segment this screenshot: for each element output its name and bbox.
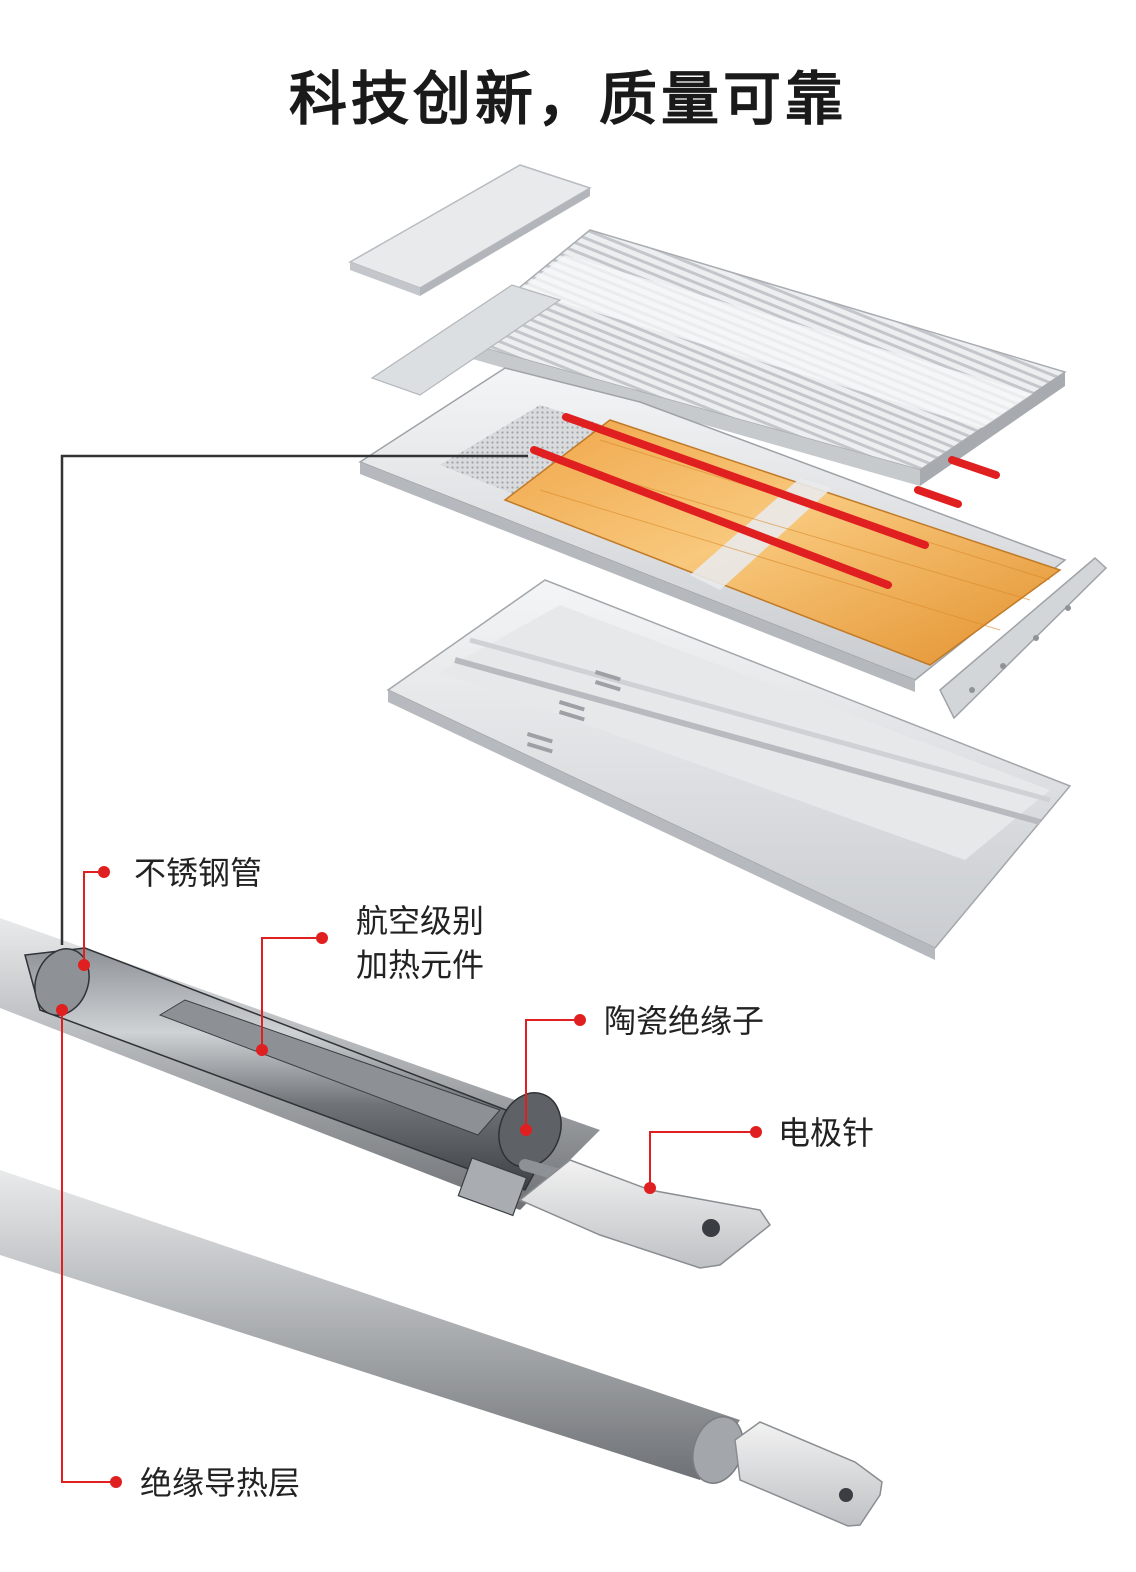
callout-dot [110, 1476, 122, 1488]
reflector-panel [370, 284, 562, 396]
page-title: 科技创新，质量可靠 [288, 65, 847, 133]
cutaway-heating-tube [0, 918, 600, 1217]
leader-insulating-layer [61, 1010, 116, 1483]
callout-dot [520, 1124, 532, 1136]
label-heating-element-line2: 加热元件 [356, 946, 485, 984]
end-cover-plate [348, 164, 592, 296]
electrode-pin-upper [518, 1159, 772, 1269]
callout-dot [256, 1044, 268, 1056]
leader-stainless-tube [83, 871, 104, 965]
right-end-cap [939, 557, 1108, 720]
leader-electrode-pin [649, 1131, 756, 1188]
callout-dot [644, 1182, 656, 1194]
base-extrusion [386, 579, 1072, 960]
leader-line-frame-to-tube [60, 454, 528, 945]
label-insulating-layer: 绝缘导热层 [140, 1464, 301, 1502]
callout-dot [574, 1014, 586, 1026]
label-electrode-pin: 电极针 [778, 1114, 875, 1152]
finned-heatsink-housing [453, 229, 1067, 486]
leader-heating-element [261, 937, 322, 1050]
callout-dot [56, 1004, 68, 1016]
heating-rods [530, 413, 1000, 589]
callout-dot [316, 932, 328, 944]
heating-coil [158, 999, 501, 1136]
leader-ceramic-insulator [525, 1019, 580, 1130]
label-heating-element-line1: 航空级别 [356, 902, 485, 940]
label-stainless-tube: 不锈钢管 [134, 854, 263, 892]
callout-dot [98, 866, 110, 878]
label-ceramic-insulator: 陶瓷绝缘子 [604, 1002, 765, 1040]
callout-dot [750, 1126, 762, 1138]
electrode-pin-lower [734, 1421, 883, 1527]
callout-dot [78, 959, 90, 971]
